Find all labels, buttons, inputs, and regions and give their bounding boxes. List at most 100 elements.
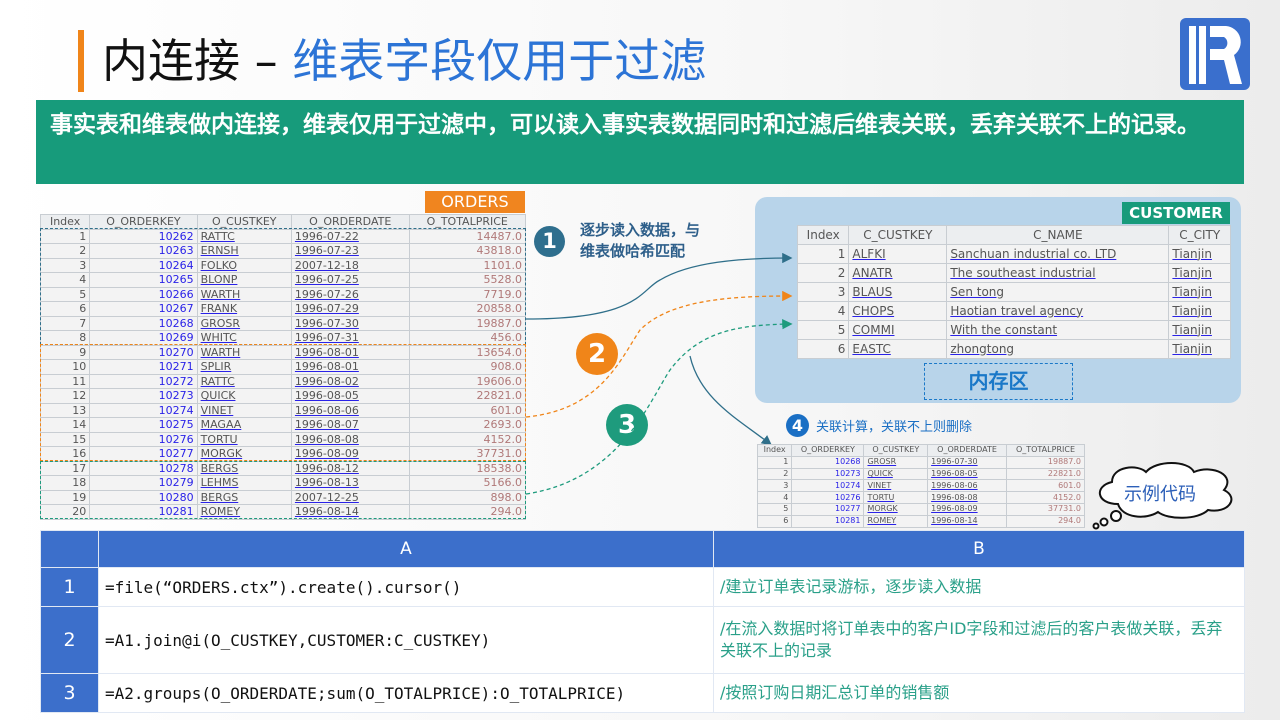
cell-a3[interactable]: =A2.groups(O_ORDERDATE;sum(O_TOTALPRICE)… bbox=[98, 673, 714, 713]
table-cell: 5 bbox=[756, 502, 793, 516]
table-cell: LEHMS bbox=[196, 475, 292, 491]
table-cell: Tianjin bbox=[1168, 301, 1231, 321]
table-cell: 14487.0 bbox=[408, 228, 527, 244]
table-cell: 10281 bbox=[791, 514, 865, 528]
cell-a2[interactable]: =A1.join@i(O_CUSTKEY,CUSTOMER:C_CUSTKEY) bbox=[98, 606, 714, 674]
table-cell: 10274 bbox=[791, 479, 865, 493]
step1-text: 逐步读入数据，与维表做哈希匹配 bbox=[580, 220, 700, 262]
title-accent-bar bbox=[78, 30, 84, 92]
table-cell: RATTC bbox=[196, 228, 292, 244]
cloud-shape bbox=[1092, 462, 1233, 530]
arrow-step2 bbox=[525, 290, 793, 418]
column-header: Index bbox=[796, 225, 850, 245]
table-cell: 1996-08-08 bbox=[927, 491, 1007, 504]
table-cell: 15 bbox=[39, 431, 91, 447]
table-cell: 1996-08-09 bbox=[927, 502, 1007, 516]
column-header: O_ORDERDATE bbox=[927, 444, 1007, 457]
cell-b3[interactable]: /按照订购日期汇总订单的销售额 bbox=[713, 673, 1245, 713]
table-cell: ROMEY bbox=[196, 504, 292, 520]
arrow-step3 bbox=[525, 318, 793, 495]
table-cell: 5166.0 bbox=[408, 475, 527, 491]
table-cell: 1996-08-05 bbox=[290, 388, 410, 404]
table-cell: BERGS bbox=[196, 489, 292, 505]
table-cell: MORGK bbox=[863, 502, 929, 516]
column-header: O_CUSTKEY bbox=[863, 444, 929, 457]
cell-a1[interactable]: =file(“ORDERS.ctx”).create().cursor() bbox=[98, 567, 714, 607]
table-cell: 10276 bbox=[791, 491, 865, 504]
table-cell: VINET bbox=[863, 479, 929, 493]
table-cell: QUICK bbox=[863, 467, 929, 481]
column-header-a[interactable]: A bbox=[98, 530, 714, 568]
table-cell: 1996-08-08 bbox=[290, 431, 410, 447]
table-cell: 6 bbox=[39, 301, 91, 317]
table-cell: 19887.0 bbox=[1005, 455, 1086, 469]
table-cell: 1996-07-26 bbox=[290, 286, 410, 302]
table-cell: Sanchuan industrial co. LTD bbox=[946, 244, 1170, 264]
code-row: 3=A2.groups(O_ORDERDATE;sum(O_TOTALPRICE… bbox=[40, 673, 1245, 713]
row-number[interactable]: 1 bbox=[40, 567, 99, 607]
table-cell: Tianjin bbox=[1168, 320, 1231, 340]
arrow-step4 bbox=[689, 355, 773, 446]
table-cell: TORTU bbox=[196, 431, 292, 447]
step4-text: 关联计算，关联不上则删除 bbox=[816, 420, 973, 435]
table-cell: BLONP bbox=[196, 272, 292, 288]
table-cell: 5528.0 bbox=[408, 272, 527, 288]
corner-cell bbox=[40, 530, 99, 568]
table-cell: 1996-08-05 bbox=[927, 467, 1007, 481]
sample-code-label: 示例代码 bbox=[1124, 484, 1196, 505]
table-cell: 10275 bbox=[89, 417, 198, 433]
table-cell: 10266 bbox=[89, 286, 198, 302]
table-cell: GROSR bbox=[863, 455, 929, 469]
description-banner: 事实表和维表做内连接，维表仅用于过滤中，可以读入事实表数据同时和过滤后维表关联，… bbox=[36, 100, 1244, 184]
cell-b1[interactable]: /建立订单表记录游标，逐步读入数据 bbox=[713, 567, 1245, 607]
table-cell: 10280 bbox=[89, 489, 198, 505]
row-number[interactable]: 2 bbox=[40, 606, 99, 674]
table-cell: 10267 bbox=[89, 301, 198, 317]
table-cell: 3 bbox=[756, 479, 793, 493]
cell-b2[interactable]: /在流入数据时将订单表中的客户ID字段和过滤后的客户表做关联，丢弃关联不上的记录 bbox=[713, 606, 1245, 674]
row-number[interactable]: 3 bbox=[40, 673, 99, 713]
orders-label: ORDERS bbox=[425, 191, 525, 213]
table-cell: 20 bbox=[39, 504, 91, 520]
title-dash: – bbox=[240, 34, 293, 88]
code-row: 2=A1.join@i(O_CUSTKEY,CUSTOMER:C_CUSTKEY… bbox=[40, 606, 1245, 674]
table-cell: 2007-12-18 bbox=[290, 257, 410, 273]
arrow-step1 bbox=[525, 252, 793, 320]
column-header-b[interactable]: B bbox=[713, 530, 1245, 568]
table-cell: 1996-07-30 bbox=[927, 455, 1007, 469]
table-cell: 1996-08-14 bbox=[290, 504, 410, 520]
title-part1: 内连接 bbox=[102, 34, 240, 88]
logo-icon bbox=[1180, 18, 1250, 90]
table-cell: 10262 bbox=[89, 228, 198, 244]
title-part2: 维表字段仅用于过滤 bbox=[292, 34, 707, 88]
table-cell: 13 bbox=[39, 402, 91, 418]
table-cell: 6 bbox=[796, 339, 850, 359]
orders-group-box-2 bbox=[40, 344, 526, 461]
table-cell: 1996-08-14 bbox=[927, 514, 1007, 528]
code-row: 1=file(“ORDERS.ctx”).create().cursor()/建… bbox=[40, 567, 1245, 607]
table-cell: 10273 bbox=[791, 467, 865, 481]
table-cell: 601.0 bbox=[1005, 479, 1086, 493]
step1-line1: 逐步读入数据，与 bbox=[580, 221, 701, 239]
table-cell: GROSR bbox=[196, 315, 292, 331]
column-header: O_ORDERKEY bbox=[791, 444, 865, 457]
table-cell: 2 bbox=[756, 467, 793, 481]
page-title: 内连接 – 维表字段仅用于过滤 bbox=[102, 28, 706, 94]
orders-group-box-3 bbox=[40, 461, 526, 519]
table-cell: 1 bbox=[39, 228, 91, 244]
